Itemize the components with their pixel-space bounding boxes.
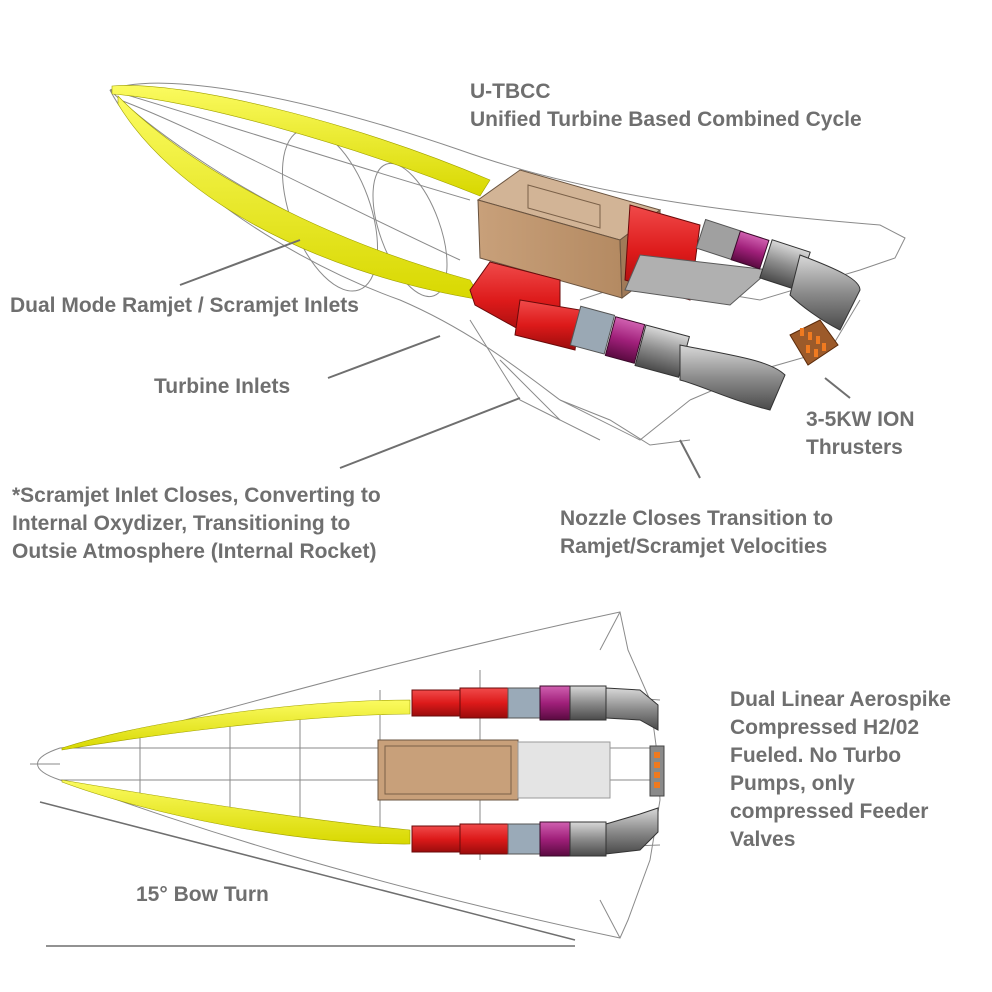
bottom-tank	[377, 739, 611, 801]
utbcc-line2: Unified Turbine Based Combined Cycle	[470, 108, 862, 131]
aerospike-line1: Dual Linear Aerospike	[730, 688, 951, 711]
lower-duct	[469, 261, 786, 411]
bow-turn-lines	[39, 801, 576, 947]
aerospike-line4: Pumps, only	[730, 772, 855, 795]
utbcc-line1: U-TBCC	[470, 80, 551, 103]
ion-thrusters-label: 3-5KW ION Thrusters	[806, 406, 915, 462]
turbine-inlets-label: Turbine Inlets	[154, 375, 291, 398]
aerospike-label: Dual Linear Aerospike Compressed H2/02 F…	[730, 686, 951, 854]
scramjet-note-label: *Scramjet Inlet Closes, Converting to In…	[12, 482, 381, 566]
leader-lines-top	[179, 239, 851, 479]
scramjet-note-line1: *Scramjet Inlet Closes, Converting to	[12, 484, 381, 507]
aerospike-line2: Compressed H2/02	[730, 716, 920, 739]
ramjet-inlets-label: Dual Mode Ramjet / Scramjet Inlets	[10, 294, 359, 317]
bow-turn-label: 15° Bow Turn	[136, 883, 269, 906]
ion-thrusters-line2: Thrusters	[806, 436, 903, 459]
upper-duct	[624, 204, 861, 331]
scramjet-note-line3: Outsie Atmosphere (Internal Rocket)	[12, 540, 377, 563]
bottom-upper-engine	[411, 685, 659, 731]
utbcc-label: U-TBCC Unified Turbine Based Combined Cy…	[470, 78, 862, 134]
aerospike-line3: Fueled. No Turbo	[730, 744, 902, 767]
bottom-lower-inlet-yellow	[61, 779, 411, 845]
aerospike-line5: compressed Feeder	[730, 800, 929, 823]
bottom-lower-engine	[411, 807, 659, 857]
bottom-ion-thruster	[649, 745, 665, 797]
nozzle-line1: Nozzle Closes Transition to	[560, 507, 834, 530]
scramjet-note-line2: Internal Oxydizer, Transitioning to	[12, 512, 351, 535]
aerospike-line6: Valves	[730, 828, 796, 851]
ion-thruster-module	[789, 319, 839, 366]
bottom-upper-inlet-yellow	[61, 699, 411, 751]
nozzle-label: Nozzle Closes Transition to Ramjet/Scram…	[560, 505, 833, 561]
upper-inlet-yellow	[111, 85, 491, 197]
nozzle-line2: Ramjet/Scramjet Velocities	[560, 535, 828, 558]
ion-thrusters-line1: 3-5KW ION	[806, 408, 915, 431]
